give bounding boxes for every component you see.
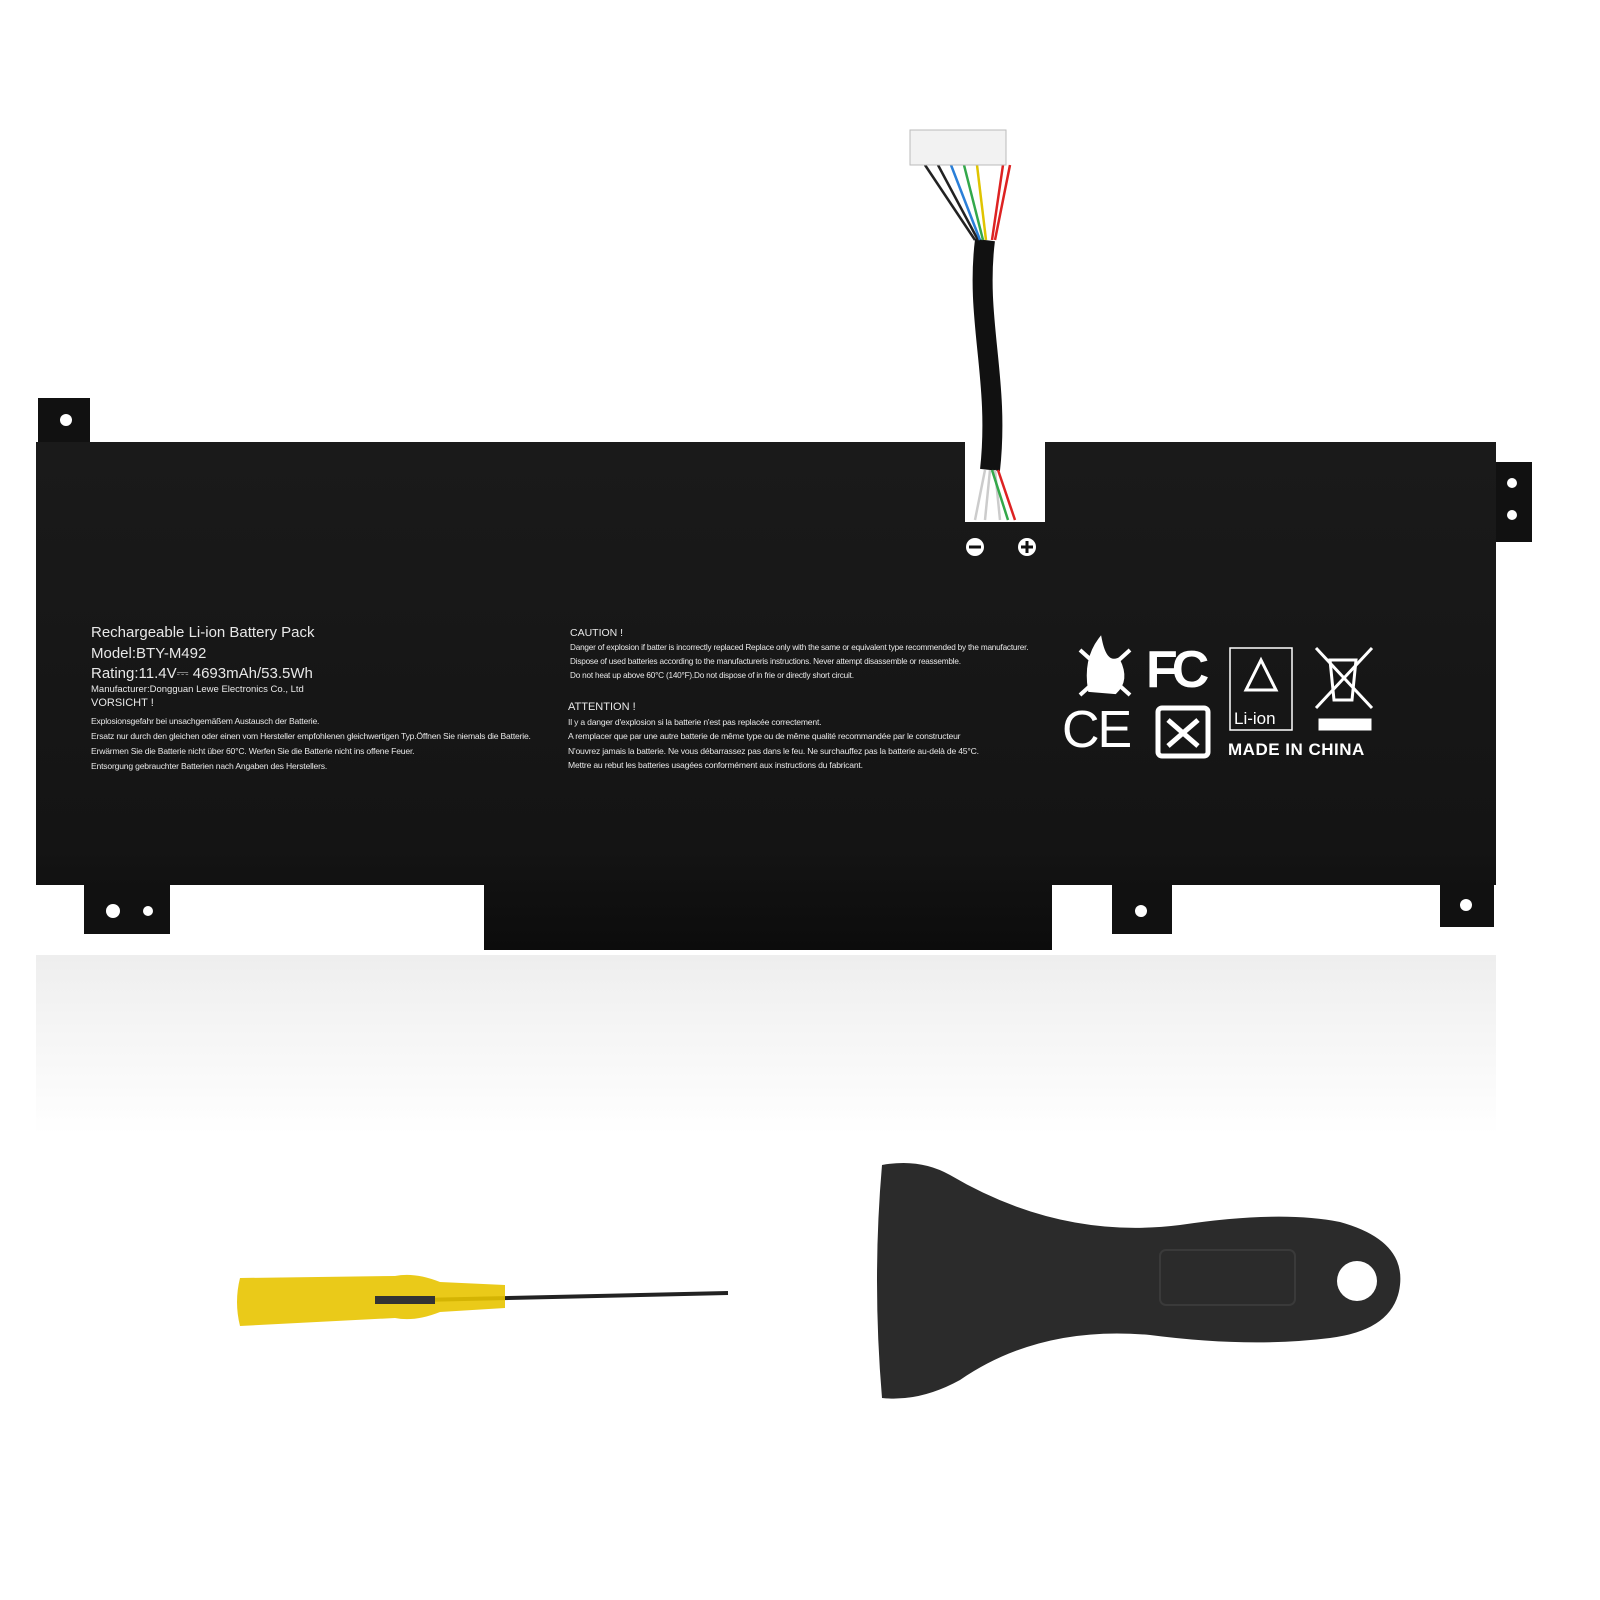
battery-rating: Rating:11.4V⎓ 4693mAh/53.5Wh <box>91 665 313 682</box>
li-ion-label: Li-ion <box>1234 709 1276 728</box>
battery-cable <box>909 129 1017 521</box>
english-warning-heading: CAUTION ! <box>570 627 624 639</box>
weee-bin-icon <box>1314 646 1374 731</box>
german-warning-line: Entsorgung gebrauchter Batterien nach An… <box>91 761 328 771</box>
no-fire-icon <box>1078 635 1132 697</box>
battery-manufacturer: Manufacturer:Dongguan Lewe Electronics C… <box>91 684 304 695</box>
english-warning-line: Danger of explosion if batter is incorre… <box>570 643 1029 652</box>
battery-model: Model:BTY-M492 <box>91 645 207 662</box>
german-warning-line: Explosionsgefahr bei unsachgemäßem Austa… <box>91 716 320 726</box>
french-warning-heading: ATTENTION ! <box>568 701 636 713</box>
english-warning-line: Do not heat up above 60°C (140°F).Do not… <box>570 671 854 680</box>
china-rohs-icon <box>1155 705 1211 759</box>
german-warning-line: Erwärmen Sie die Batterie nicht über 60°… <box>91 746 415 756</box>
screwdriver <box>237 1274 729 1326</box>
recycle-icon <box>1229 647 1293 731</box>
english-warning-line: Dispose of used batteries according to t… <box>570 657 961 666</box>
french-warning-line: N'ouvrez jamais la batterie. Ne vous déb… <box>568 746 979 756</box>
battery-body <box>36 442 1496 950</box>
french-warning-line: Il y a danger d'explosion si la batterie… <box>568 717 822 727</box>
pry-tool <box>877 1162 1401 1399</box>
german-warning-heading: VORSICHT ! <box>91 697 154 709</box>
fcc-icon: FC <box>1146 641 1209 699</box>
ce-icon: CE <box>1062 701 1132 759</box>
french-warning-line: A remplacer que par une autre batterie d… <box>568 731 961 741</box>
french-warning-line: Mettre au rebut les batteries usagées co… <box>568 760 863 770</box>
battery-reflection <box>36 955 1496 1135</box>
battery-title: Rechargeable Li-ion Battery Pack <box>91 624 315 641</box>
made-in-china-label: MADE IN CHINA <box>1228 740 1365 759</box>
cable-connector <box>909 129 1007 166</box>
german-warning-line: Ersatz nur durch den gleichen oder einen… <box>91 731 531 741</box>
